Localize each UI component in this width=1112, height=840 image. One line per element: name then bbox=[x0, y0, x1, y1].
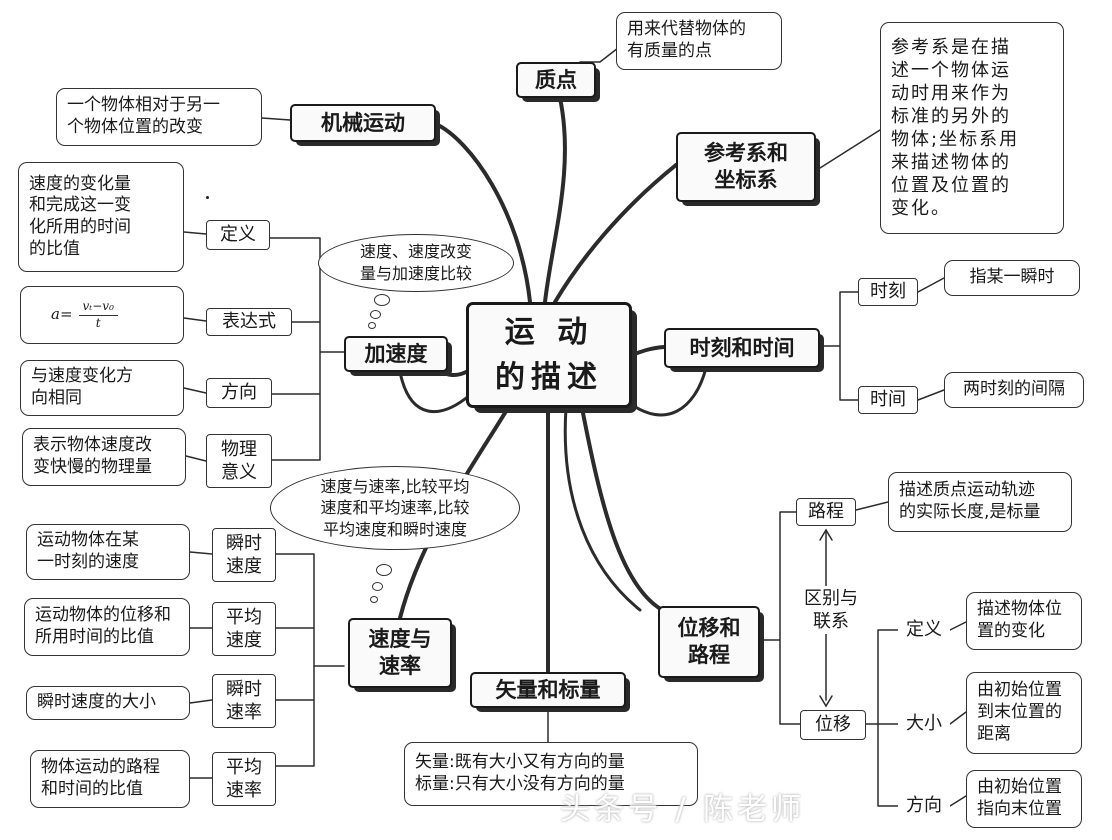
time-moment-label: 时刻 bbox=[858, 278, 918, 306]
branch-jixie bbox=[434, 122, 532, 304]
bracket-disp bbox=[759, 511, 801, 725]
cloud-bubble bbox=[376, 564, 392, 576]
link-disp-dir bbox=[949, 795, 967, 807]
note-zhidian: 用来代替物体的 有质量的点 bbox=[616, 12, 782, 70]
link-inst-s bbox=[189, 699, 213, 704]
bracket-accel bbox=[269, 237, 345, 461]
topic-weiyi: 位移和 路程 bbox=[658, 606, 764, 682]
branch-shike bbox=[630, 345, 666, 357]
accel-mean-label: 物理 意义 bbox=[206, 434, 272, 488]
branch-cankao bbox=[553, 163, 678, 304]
disp-dir-label: 方向 bbox=[898, 792, 950, 820]
topic-jiasudu: 加速度 bbox=[344, 336, 452, 376]
cloud-bubble bbox=[374, 294, 390, 306]
topic-zhidian: 质点 bbox=[516, 62, 600, 102]
link-disp-size bbox=[949, 711, 967, 725]
disp-path-label: 路程 bbox=[796, 498, 856, 526]
accel-mean-note: 表示物体速度改 变快慢的物理量 bbox=[22, 428, 186, 486]
formula-lhs: a= bbox=[51, 305, 73, 324]
disp-size-label: 大小 bbox=[898, 710, 950, 738]
vector-scalar-note: 矢量:既有大小又有方向的量 标量:只有大小没有方向的量 bbox=[404, 742, 698, 806]
cloud-speed-compare: 速度与速率,比较平均 速度和平均速率,比较 平均速度和瞬时速度 bbox=[270, 466, 520, 550]
link-accel-def bbox=[183, 231, 207, 235]
stray-dot bbox=[206, 196, 209, 199]
bracket-time bbox=[819, 291, 859, 401]
watermark: 头条号 / 陈老师 bbox=[560, 792, 806, 827]
branch-zhidian bbox=[543, 96, 567, 304]
speed-inst-s-label: 瞬时 速率 bbox=[212, 674, 276, 728]
disp-dir-note: 由初始位置 指向末位置 bbox=[966, 770, 1082, 828]
disp-relation-label: 区别与 联系 bbox=[796, 586, 866, 634]
link-accel-expr bbox=[183, 317, 207, 322]
topic-jixie: 机械运动 bbox=[290, 104, 440, 146]
disp-disp-label: 位移 bbox=[800, 710, 866, 740]
link-zhidian-note bbox=[579, 47, 619, 63]
topic-shike: 时刻和时间 bbox=[664, 328, 824, 372]
accel-formula-box: a= vₜ−v₀ t bbox=[20, 286, 184, 344]
speed-avg-v-note: 运动物体的位移和 所用时间的比值 bbox=[24, 598, 190, 656]
time-moment-note: 指某一瞬时 bbox=[944, 260, 1080, 296]
cloud-bubble bbox=[370, 310, 381, 319]
branch-weiyi-b bbox=[563, 406, 642, 612]
disp-def-label: 定义 bbox=[898, 616, 950, 644]
disp-path-note: 描述质点运动轨迹 的实际长度,是标量 bbox=[888, 472, 1072, 532]
time-interval-note: 两时刻的间隔 bbox=[944, 372, 1084, 408]
formula-numerator: vₜ−v₀ bbox=[78, 299, 118, 316]
speed-avg-s-note: 物体运动的路程 和时间的比值 bbox=[30, 750, 190, 808]
link-path-note bbox=[855, 501, 889, 511]
topic-cankao: 参考系和 坐标系 bbox=[676, 132, 820, 206]
arrowhead-up bbox=[819, 528, 833, 541]
link-moment bbox=[917, 277, 945, 293]
formula-fraction: vₜ−v₀ t bbox=[78, 299, 118, 331]
link-inst-v bbox=[189, 551, 213, 555]
speed-inst-s-note: 瞬时速度的大小 bbox=[26, 686, 190, 720]
link-accel-mean bbox=[185, 455, 207, 462]
branch-jiasudu-low bbox=[398, 370, 472, 413]
accel-dir-label: 方向 bbox=[206, 378, 272, 408]
cloud-bubble bbox=[372, 582, 383, 591]
link-accel-dir bbox=[183, 387, 207, 394]
note-cankao: 参考系是在描 述一个物体运 动时用来作为 标准的另外的 物体;坐标系用 来描述物… bbox=[880, 22, 1064, 234]
accel-expr-label: 表达式 bbox=[206, 308, 292, 336]
bracket-disp-sub bbox=[865, 629, 899, 807]
center-line-2: 的描述 bbox=[495, 360, 603, 395]
formula-denominator: t bbox=[95, 315, 101, 330]
link-jixie-note bbox=[261, 117, 291, 121]
topic-sudu: 速度与 速率 bbox=[348, 618, 456, 692]
accel-def-note: 速度的变化量 和完成这一变 化所用的时间 的比值 bbox=[18, 162, 184, 272]
disp-size-note: 由初始位置 到末位置的 距离 bbox=[966, 672, 1082, 754]
note-jixie: 一个物体相对于另一 个物体位置的改变 bbox=[56, 88, 262, 146]
disp-def-note: 描述物体位 置的变化 bbox=[966, 592, 1082, 650]
cloud-bubble bbox=[368, 322, 376, 329]
cloud-bubble bbox=[370, 596, 378, 603]
accel-dir-note: 与速度变化方 向相同 bbox=[20, 360, 184, 416]
branch-shike-low bbox=[626, 366, 708, 417]
speed-avg-s-label: 平均 速率 bbox=[212, 752, 276, 806]
speed-avg-v-label: 平均 速度 bbox=[212, 602, 276, 656]
topic-shiliang: 矢量和标量 bbox=[470, 672, 630, 712]
arrowhead-down bbox=[819, 695, 833, 708]
center-node: 运 动 的描述 bbox=[466, 302, 637, 413]
cloud-accel-compare: 速度、速度改变 量与加速度比较 bbox=[318, 234, 514, 292]
link-interval bbox=[917, 389, 945, 401]
center-line-1: 运 动 bbox=[504, 315, 594, 350]
link-cankao-note bbox=[819, 129, 881, 169]
accel-def-label: 定义 bbox=[206, 220, 270, 250]
branch-weiyi bbox=[580, 406, 668, 614]
link-disp-def bbox=[949, 621, 967, 631]
time-interval-label: 时间 bbox=[858, 386, 918, 414]
bracket-speed bbox=[275, 553, 345, 767]
speed-inst-v-label: 瞬时 速度 bbox=[212, 528, 276, 582]
speed-inst-v-note: 运动物体在某 一时刻的速度 bbox=[26, 524, 190, 580]
